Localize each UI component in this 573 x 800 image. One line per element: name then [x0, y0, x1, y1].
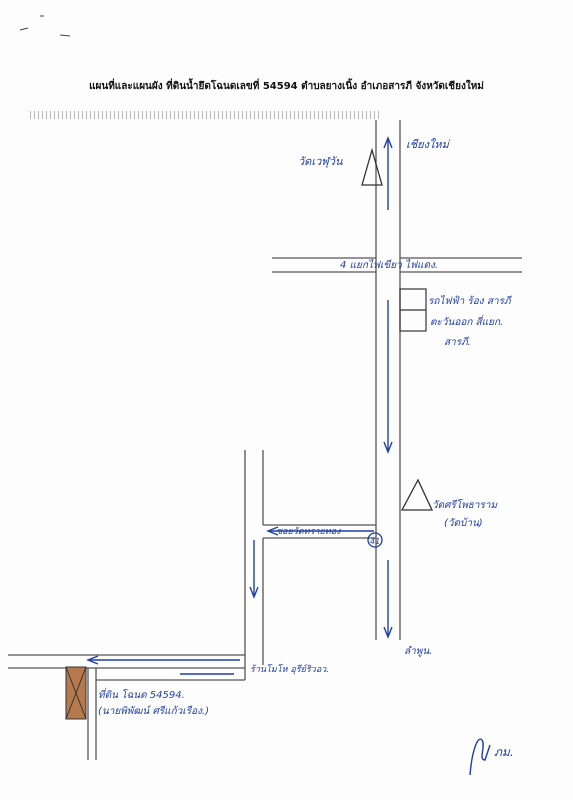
gas-station-label-2: ตะวันออก สี่แยก. [430, 314, 503, 328]
gas-station-label-1: รถไฟฟ้า ร้อง สารภี [428, 295, 513, 307]
cross-road [272, 257, 522, 273]
main-road [375, 120, 401, 640]
bottom-road [8, 654, 246, 760]
corner-marks [19, 15, 71, 37]
signature-label: ภม. [494, 745, 514, 759]
soi-road [244, 450, 376, 665]
temple-bottom-label-2: (วัดบ้าน) [444, 517, 483, 529]
temple-bottom-label-1: วัดศรีโพธาราม [432, 499, 498, 511]
to-chiangmai-label: เชียงใหม่ [406, 138, 451, 151]
temple-top-icon [361, 147, 383, 186]
to-lamphun-label: ลำพูน. [404, 645, 432, 657]
intersection-label: 4 แยกไฟเขียว ไฟแดง. [340, 259, 438, 271]
soi-label: ซอยวัดทรายทอง [276, 526, 341, 537]
route-arrows [86, 136, 393, 675]
temple-bottom-icon [400, 478, 434, 511]
temple-top-label: วัดเวฬุวัน [298, 155, 343, 168]
plot-label-2: (นายพิพัฒน์ ศรีแก้วเรือง.) [98, 705, 209, 717]
shop-label: ร้านโมโห อุรีย์ริวอว. [250, 663, 329, 675]
gas-station-icon [399, 288, 427, 332]
route-number-circle [367, 532, 383, 548]
land-plot [65, 666, 87, 720]
signature-mark [469, 738, 491, 776]
dotted-rule [30, 111, 380, 119]
page-title: แผนที่และแผนผัง ที่ดินน้ำยึดโฉนดเลขที่ 5… [89, 81, 484, 92]
gas-station-label-3: สารภี. [444, 336, 471, 348]
plot-label-1: ที่ดิน โฉนด 54594. [98, 687, 185, 701]
route-number-label: 41 [370, 537, 380, 546]
